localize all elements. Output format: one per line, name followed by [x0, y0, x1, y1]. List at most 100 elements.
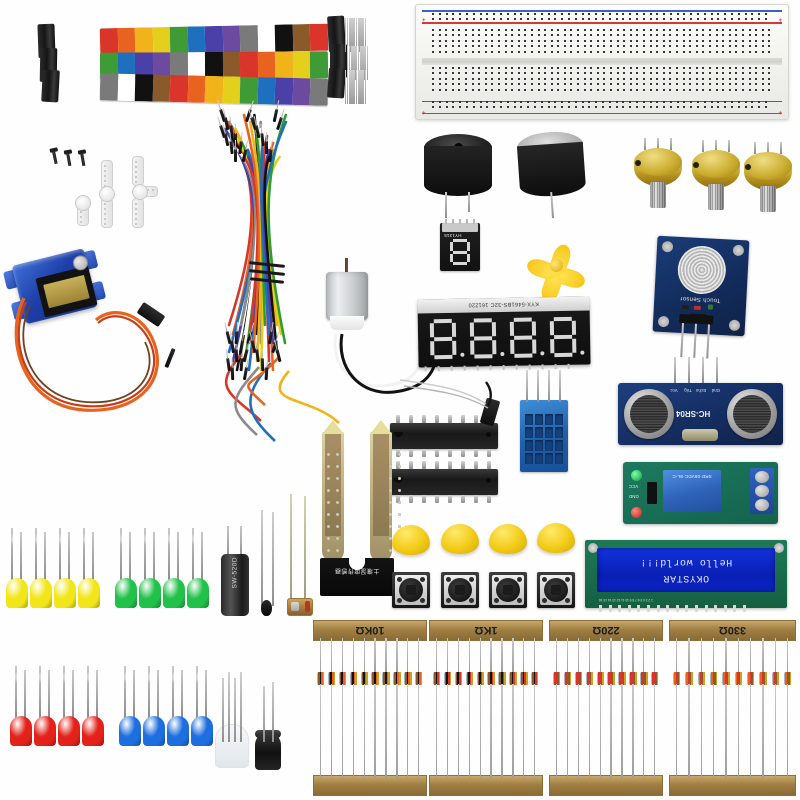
breadboard-hole[interactable]	[751, 18, 754, 20]
breadboard-hole[interactable]	[497, 83, 500, 86]
breadboard-hole[interactable]	[451, 83, 454, 86]
breadboard-hole[interactable]	[493, 13, 496, 15]
breadboard-hole[interactable]	[445, 39, 448, 42]
breadboard-hole[interactable]	[695, 29, 698, 31]
breadboard-hole[interactable]	[669, 50, 672, 53]
breadboard-hole[interactable]	[690, 18, 693, 20]
breadboard-hole[interactable]	[603, 34, 606, 37]
breadboard-hole[interactable]	[557, 29, 560, 31]
breadboard-hole[interactable]	[682, 77, 685, 80]
breadboard-hole[interactable]	[458, 34, 461, 37]
breadboard-hole[interactable]	[497, 34, 500, 37]
potentiometer-3[interactable]	[740, 140, 796, 226]
breadboard-hole[interactable]	[577, 72, 580, 75]
breadboard-hole[interactable]	[629, 77, 632, 80]
breadboard-hole[interactable]	[755, 72, 758, 75]
breadboard-hole[interactable]	[471, 67, 474, 69]
breadboard-hole[interactable]	[717, 101, 720, 103]
breadboard-hole[interactable]	[731, 18, 734, 20]
breadboard-hole[interactable]	[675, 34, 678, 37]
breadboard-hole[interactable]	[524, 50, 527, 53]
breadboard-hole[interactable]	[715, 45, 718, 48]
breadboard-hole[interactable]	[491, 72, 494, 75]
breadboard-hole[interactable]	[511, 88, 514, 91]
breadboard-hole[interactable]	[596, 83, 599, 86]
breadboard-hole[interactable]	[484, 72, 487, 75]
breadboard-hole[interactable]	[608, 18, 611, 20]
push-button-1[interactable]	[392, 572, 430, 608]
breadboard-hole[interactable]	[669, 13, 672, 15]
push-button-1-actuator[interactable]	[406, 585, 416, 595]
breadboard-hole[interactable]	[497, 72, 500, 75]
breadboard-hole[interactable]	[610, 72, 613, 75]
breadboard-hole[interactable]	[517, 39, 520, 42]
breadboard-hole[interactable]	[471, 50, 474, 53]
breadboard-hole[interactable]	[567, 101, 570, 103]
breadboard-hole[interactable]	[432, 18, 434, 20]
breadboard-hole[interactable]	[616, 77, 619, 80]
breadboard-hole[interactable]	[731, 13, 734, 15]
breadboard-hole[interactable]	[445, 67, 448, 69]
breadboard-hole[interactable]	[438, 67, 441, 69]
breadboard-hole[interactable]	[459, 13, 462, 15]
breadboard-hole[interactable]	[761, 77, 764, 80]
breadboard-hole[interactable]	[530, 67, 533, 69]
breadboard-hole[interactable]	[636, 88, 639, 91]
breadboard-hole[interactable]	[669, 29, 672, 31]
breadboard-hole[interactable]	[649, 83, 652, 86]
breadboard-hole[interactable]	[486, 13, 489, 15]
breadboard-hole[interactable]	[491, 50, 494, 53]
breadboard-hole[interactable]	[703, 101, 706, 103]
breadboard-hole[interactable]	[544, 50, 547, 53]
breadboard-hole[interactable]	[748, 29, 751, 31]
breadboard-hole[interactable]	[758, 101, 761, 103]
breadboard-hole[interactable]	[695, 67, 698, 69]
breadboard-hole[interactable]	[484, 45, 487, 48]
breadboard-hole[interactable]	[768, 77, 771, 80]
breadboard-hole[interactable]	[530, 72, 533, 75]
breadboard-hole[interactable]	[471, 88, 474, 91]
breadboard-hole[interactable]	[451, 45, 454, 48]
breadboard-hole[interactable]	[570, 77, 573, 80]
breadboard-hole[interactable]	[703, 18, 706, 20]
breadboard-hole[interactable]	[649, 39, 652, 42]
breadboard-hole[interactable]	[695, 50, 698, 53]
breadboard-hole[interactable]	[550, 50, 553, 53]
breadboard-hole[interactable]	[577, 83, 580, 86]
breadboard-hole[interactable]	[451, 72, 454, 75]
breadboard-hole[interactable]	[554, 13, 557, 15]
breadboard-hole[interactable]	[616, 45, 619, 48]
breadboard-hole[interactable]	[504, 77, 507, 80]
breadboard-hole[interactable]	[550, 34, 553, 37]
breadboard-hole[interactable]	[761, 39, 764, 42]
breadboard-hole[interactable]	[623, 72, 626, 75]
breadboard-hole[interactable]	[533, 101, 536, 103]
breadboard-hole[interactable]	[596, 67, 599, 69]
breadboard-hole[interactable]	[603, 50, 606, 53]
breadboard-hole[interactable]	[497, 39, 500, 42]
breadboard-hole[interactable]	[438, 29, 441, 31]
breadboard-hole[interactable]	[755, 77, 758, 80]
breadboard-hole[interactable]	[748, 77, 751, 80]
breadboard-hole[interactable]	[563, 34, 566, 37]
breadboard-hole[interactable]	[563, 88, 566, 91]
breadboard-hole[interactable]	[563, 83, 566, 86]
breadboard-hole[interactable]	[669, 67, 672, 69]
breadboard-hole[interactable]	[675, 72, 678, 75]
breadboard-hole[interactable]	[524, 83, 527, 86]
breadboard-hole[interactable]	[728, 39, 731, 42]
breadboard-hole[interactable]	[577, 34, 580, 37]
breadboard-hole[interactable]	[623, 88, 626, 91]
breadboard-hole[interactable]	[669, 45, 672, 48]
breadboard-hole[interactable]	[451, 50, 454, 53]
breadboard-hole[interactable]	[451, 39, 454, 42]
breadboard-hole[interactable]	[432, 45, 434, 48]
breadboard-hole[interactable]	[765, 106, 768, 108]
breadboard-hole[interactable]	[581, 13, 584, 15]
breadboard-hole[interactable]	[550, 72, 553, 75]
breadboard-hole[interactable]	[722, 39, 725, 42]
breadboard-hole[interactable]	[563, 39, 566, 42]
breadboard-hole[interactable]	[682, 67, 685, 69]
breadboard-hole[interactable]	[708, 83, 711, 86]
breadboard-hole[interactable]	[472, 106, 475, 108]
